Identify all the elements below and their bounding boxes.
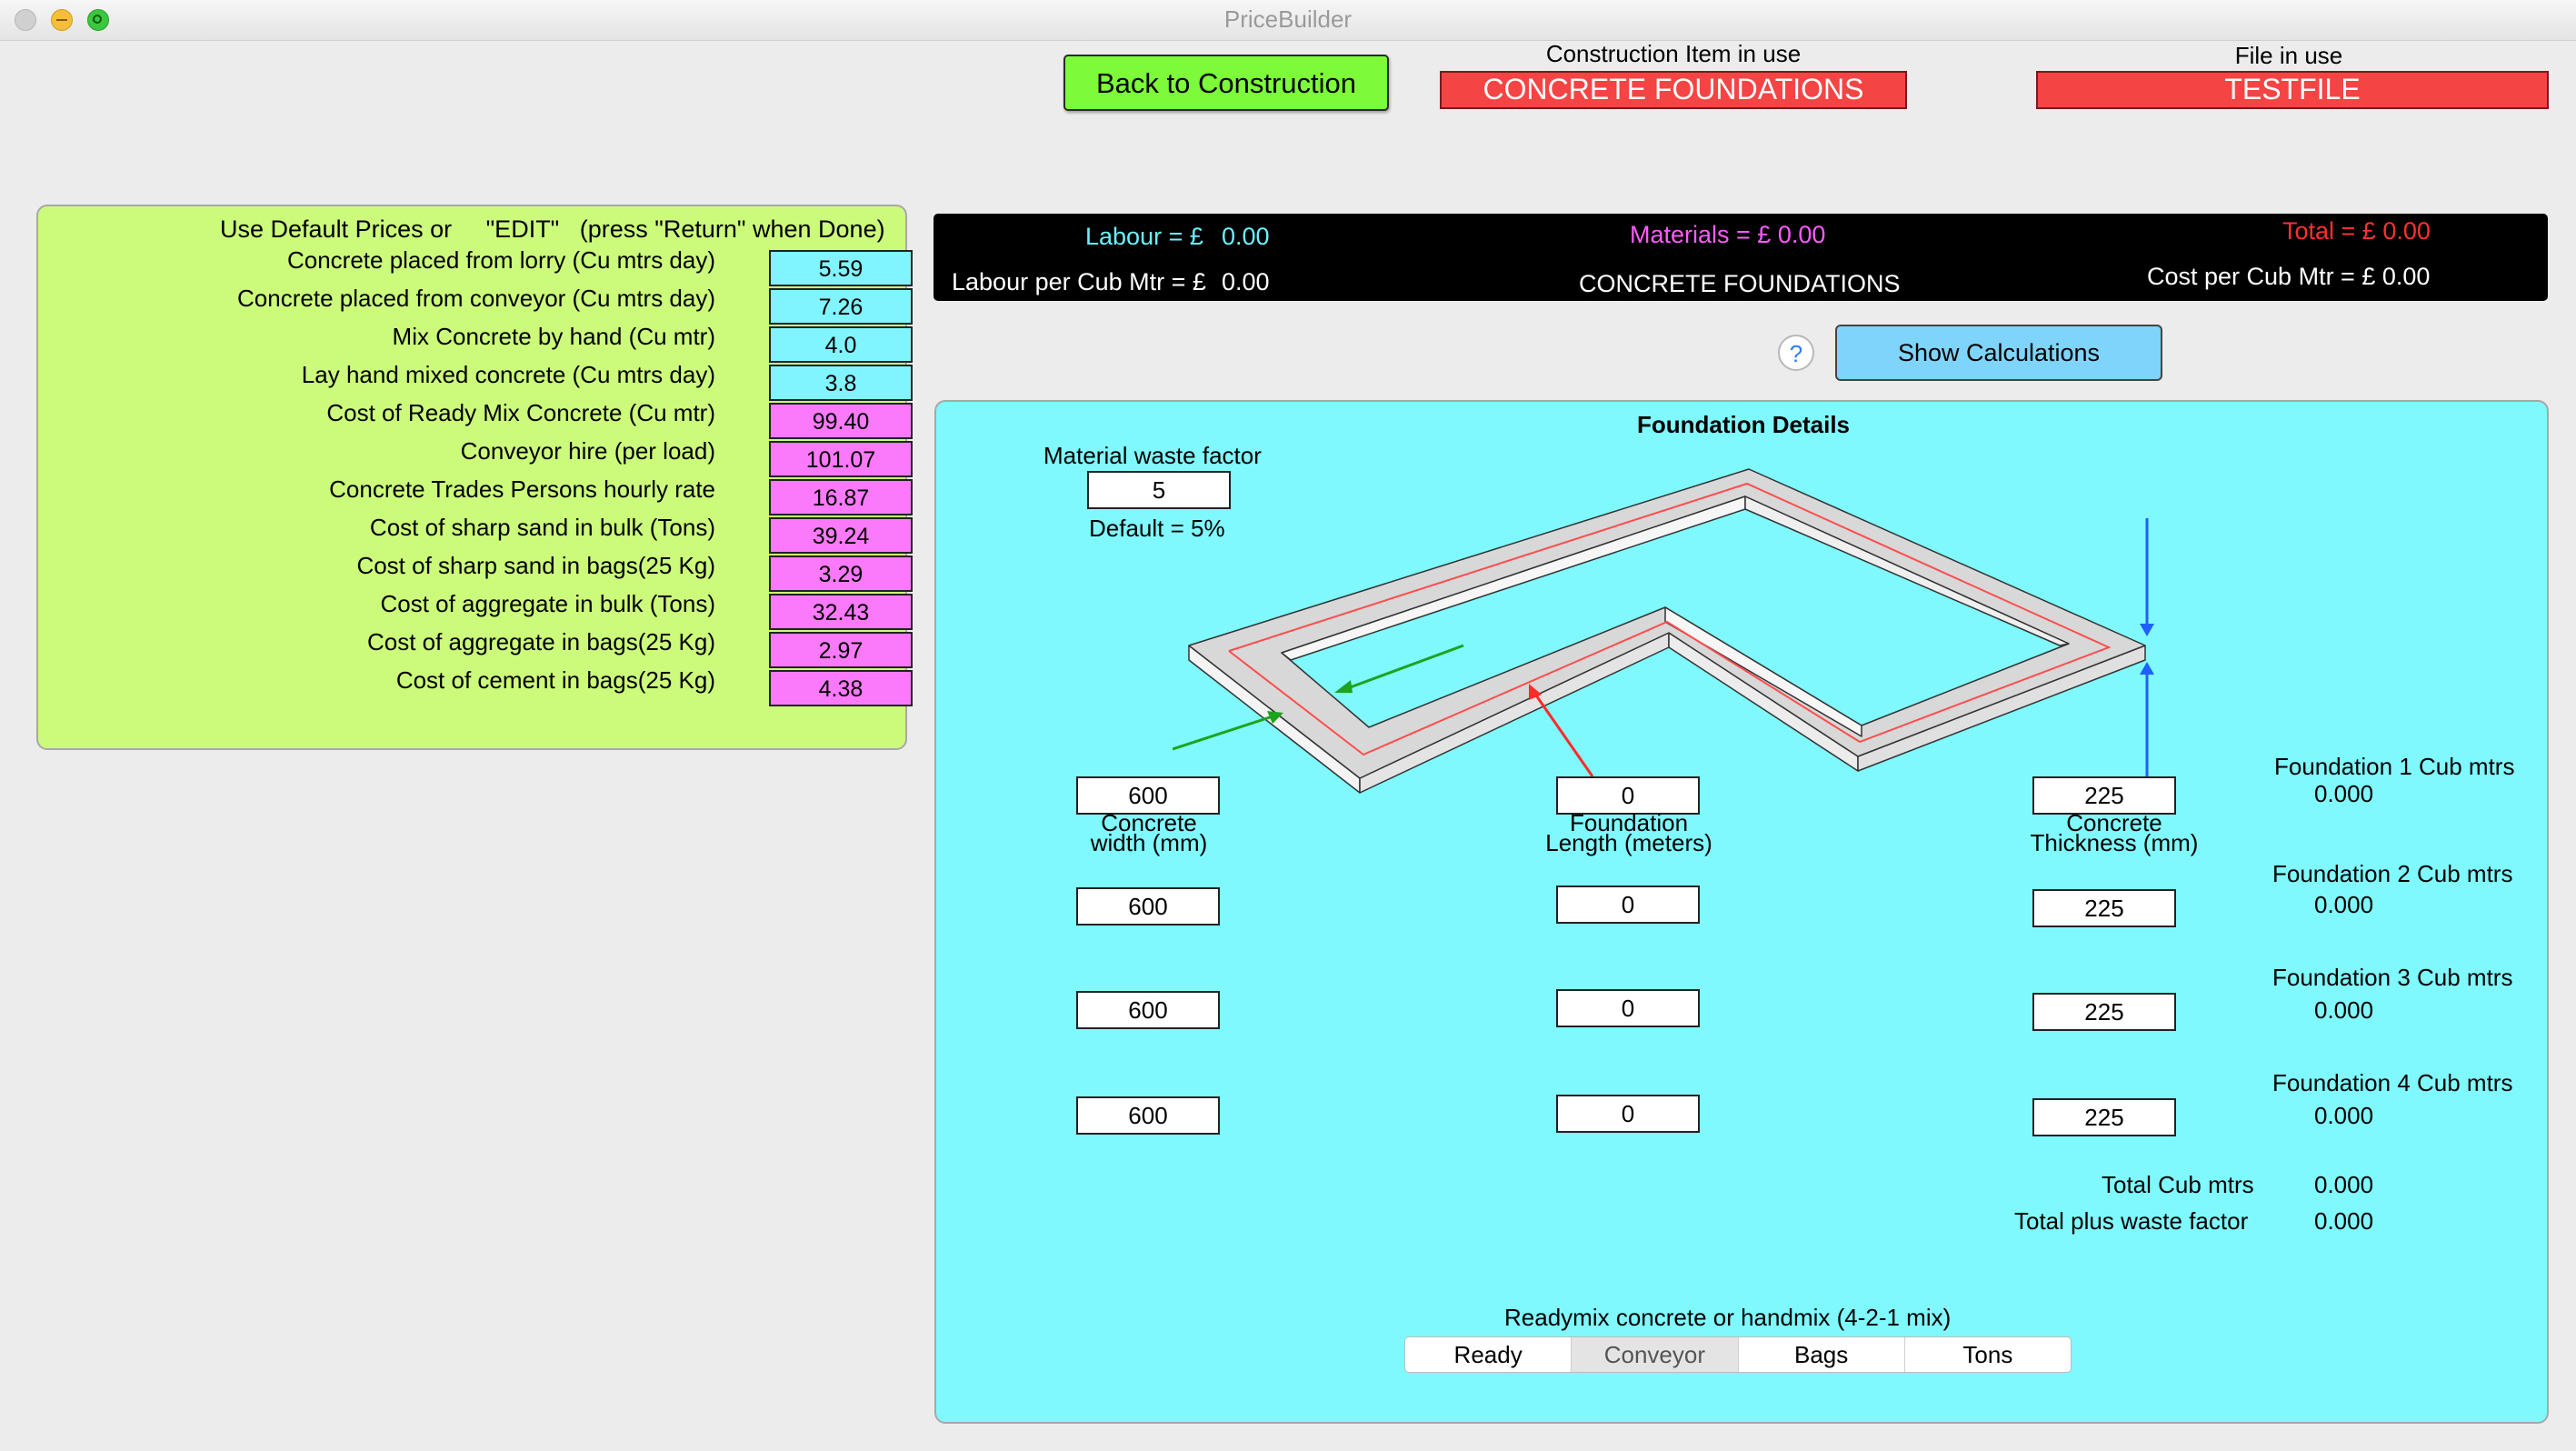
total-cub-value: 0.000 xyxy=(2314,1171,2374,1198)
price-label: Mix Concrete by hand (Cu mtr) xyxy=(392,323,715,350)
thickness-input-1[interactable]: 225 xyxy=(2032,776,2176,815)
grand-total: Total = £ 0.00 xyxy=(2282,217,2431,245)
foundation-3-cub-value: 0.000 xyxy=(2314,996,2374,1024)
price-field-sand-bulk[interactable]: 39.24 xyxy=(769,517,913,554)
foundation-1-cub-value: 0.000 xyxy=(2314,780,2374,807)
back-to-construction-button[interactable]: Back to Construction xyxy=(1063,55,1389,111)
foundation-1-cub-label: Foundation 1 Cub mtrs xyxy=(2274,753,2515,780)
total-waste-label: Total plus waste factor xyxy=(2014,1207,2249,1235)
construction-item-value: CONCRETE FOUNDATIONS xyxy=(1440,71,1907,109)
thickness-input-3[interactable]: 225 xyxy=(2032,993,2176,1031)
price-field-ready-mix[interactable]: 99.40 xyxy=(769,403,913,439)
mix-option-bags[interactable]: Bags xyxy=(1739,1337,1905,1372)
price-field-aggregate-bags[interactable]: 2.97 xyxy=(769,632,913,668)
length-input-4[interactable]: 0 xyxy=(1556,1095,1700,1133)
help-button[interactable]: ? xyxy=(1778,335,1814,371)
close-window-icon[interactable] xyxy=(15,9,36,31)
price-label: Cost of cement in bags(25 Kg) xyxy=(395,666,715,694)
labour-per-label: Labour per Cub Mtr = £ xyxy=(952,268,1206,295)
construction-item-caption: Construction Item in use xyxy=(1545,40,1802,67)
price-label: Cost of sharp sand in bags(25 Kg) xyxy=(356,552,715,579)
foundation-2-cub-value: 0.000 xyxy=(2314,891,2374,918)
labour-per-value: 0.00 xyxy=(1222,268,1270,295)
mix-type-label: Readymix concrete or handmix (4-2-1 mix) xyxy=(1504,1304,1952,1331)
labour-value: 0.00 xyxy=(1222,223,1270,250)
summary-item-name: CONCRETE FOUNDATIONS xyxy=(1579,270,1901,297)
price-label: Concrete Trades Persons hourly rate xyxy=(329,475,715,503)
width-input-3[interactable]: 600 xyxy=(1076,991,1220,1029)
foundation-3-cub-label: Foundation 3 Cub mtrs xyxy=(2272,964,2513,991)
price-label: Cost of Ready Mix Concrete (Cu mtr) xyxy=(326,399,715,426)
length-input-1[interactable]: 0 xyxy=(1556,776,1700,815)
default-prices-panel: Use Default Prices or "EDIT" (press "Ret… xyxy=(36,205,913,750)
foundation-2-cub-label: Foundation 2 Cub mtrs xyxy=(2272,860,2513,887)
cost-per-cub-mtr: Cost per Cub Mtr = £ 0.00 xyxy=(2147,263,2431,290)
price-label: Lay hand mixed concrete (Cu mtrs day) xyxy=(301,361,715,388)
length-input-3[interactable]: 0 xyxy=(1556,989,1700,1027)
foundation-4-cub-label: Foundation 4 Cub mtrs xyxy=(2272,1069,2513,1096)
total-waste-value: 0.000 xyxy=(2314,1207,2374,1235)
price-field-conveyor-hire[interactable]: 101.07 xyxy=(769,441,913,477)
foundation-4-cub-value: 0.000 xyxy=(2314,1102,2374,1129)
mix-option-conveyor[interactable]: Conveyor xyxy=(1572,1337,1739,1372)
foundation-diagram xyxy=(1173,468,2154,794)
mix-option-tons[interactable]: Tons xyxy=(1962,1341,2013,1368)
prices-header: Use Default Prices or "EDIT" (press "Ret… xyxy=(220,215,885,243)
total-cub-label: Total Cub mtrs xyxy=(2102,1171,2254,1198)
price-label: Concrete placed from conveyor (Cu mtrs d… xyxy=(237,285,715,312)
price-field-cement-bags[interactable]: 4.38 xyxy=(769,670,913,706)
price-label: Cost of aggregate in bags(25 Kg) xyxy=(366,628,715,655)
price-field-aggregate-bulk[interactable]: 32.43 xyxy=(769,594,913,630)
price-field-sand-bags[interactable]: 3.29 xyxy=(769,555,913,592)
mix-option-ready[interactable]: Ready xyxy=(1405,1337,1573,1372)
window-title: PriceBuilder xyxy=(1223,5,1353,33)
price-label: Cost of sharp sand in bulk (Tons) xyxy=(369,514,715,541)
waste-factor-input[interactable]: 5 xyxy=(1087,471,1231,509)
width-input-1[interactable]: 600 xyxy=(1076,776,1220,815)
waste-factor-label: Material waste factor xyxy=(1043,442,1262,469)
minimize-window-icon[interactable] xyxy=(51,9,73,31)
price-field-conveyor[interactable]: 7.26 xyxy=(769,288,913,325)
price-field-mix-by-hand[interactable]: 4.0 xyxy=(769,326,913,363)
mix-type-segmented-control: Ready Conveyor Bags Tons xyxy=(1404,1336,2072,1373)
price-label: Conveyor hire (per load) xyxy=(460,437,715,465)
price-field-lay-hand-mixed[interactable]: 3.8 xyxy=(769,365,913,401)
price-field-lorry[interactable]: 5.59 xyxy=(769,250,913,286)
cost-summary-bar: Labour = £ 0.00 Materials = £ 0.00 Total… xyxy=(934,214,2548,301)
length-input-2[interactable]: 0 xyxy=(1556,886,1700,924)
materials-total: Materials = £ 0.00 xyxy=(1630,221,1826,248)
price-label: Cost of aggregate in bulk (Tons) xyxy=(380,590,715,617)
waste-factor-default: Default = 5% xyxy=(1089,515,1225,542)
width-input-4[interactable]: 600 xyxy=(1076,1096,1220,1135)
title-bar: PriceBuilder xyxy=(0,0,2576,41)
file-in-use-value: TESTFILE xyxy=(2036,71,2549,109)
price-label: Concrete placed from lorry (Cu mtrs day) xyxy=(286,246,715,274)
thickness-input-4[interactable]: 225 xyxy=(2032,1098,2176,1136)
width-input-2[interactable]: 600 xyxy=(1076,887,1220,926)
thickness-input-2[interactable]: 225 xyxy=(2032,889,2176,927)
price-field-hourly-rate[interactable]: 16.87 xyxy=(769,479,913,515)
file-in-use-caption: File in use xyxy=(2234,42,2343,69)
foundation-details-title: Foundation Details xyxy=(1637,411,1850,438)
labour-label: Labour = £ xyxy=(1085,223,1203,250)
show-calculations-button[interactable]: Show Calculations xyxy=(1835,325,2162,381)
fullscreen-window-icon[interactable] xyxy=(87,9,109,31)
